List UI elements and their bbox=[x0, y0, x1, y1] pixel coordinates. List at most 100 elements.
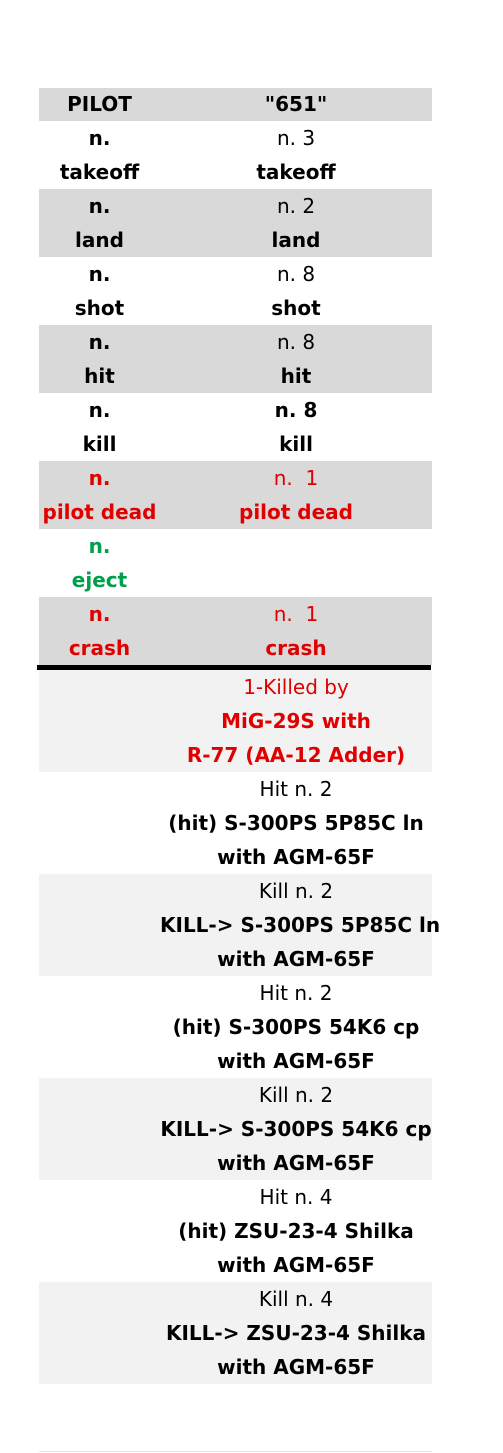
stat-label: n. eject bbox=[39, 529, 160, 597]
event-line1: Hit n. 2 bbox=[259, 777, 333, 801]
pilot-stats-sheet: PILOT "651" n. takeoff n. 3 takeoff n. l… bbox=[37, 88, 441, 1384]
event-cell: 1-Killed by MiG-29S with R-77 (AA-12 Add… bbox=[160, 670, 432, 772]
event-line2: KILL-> ZSU-23-4 Shilka bbox=[165, 1321, 427, 1345]
stat-row-kill: n. kill n. 8 kill bbox=[39, 393, 432, 461]
event-row-killed-by: 1-Killed by MiG-29S with R-77 (AA-12 Add… bbox=[39, 670, 432, 772]
event-line2: MiG-29S with bbox=[221, 709, 371, 733]
stat-label-name: pilot dead bbox=[42, 500, 157, 524]
stat-label-name: hit bbox=[84, 364, 115, 388]
stat-label: n. shot bbox=[39, 257, 160, 325]
stat-value-name: kill bbox=[279, 432, 313, 456]
stat-value-name: takeoff bbox=[256, 160, 336, 184]
stat-label-name: takeoff bbox=[59, 160, 140, 184]
event-line3: R-77 (AA-12 Adder) bbox=[186, 743, 406, 767]
event-line2: (hit) ZSU-23-4 Shilka bbox=[178, 1219, 414, 1243]
event-line2: (hit) S-300PS 54K6 cp bbox=[172, 1015, 420, 1039]
event-spacer bbox=[39, 772, 160, 874]
event-line3: with AGM-65F bbox=[217, 1355, 375, 1379]
event-row-kill: Kill n. 2 KILL-> S-300PS 54K6 cp with AG… bbox=[39, 1078, 432, 1180]
event-cell: Kill n. 2 KILL-> S-300PS 5P85C ln with A… bbox=[160, 874, 441, 976]
event-line1: Kill n. 2 bbox=[258, 1083, 334, 1107]
stat-value: n. 2 land bbox=[160, 189, 432, 257]
stat-label: n. land bbox=[39, 189, 160, 257]
stat-value-name: land bbox=[271, 228, 321, 252]
stat-value-n: n. 8 bbox=[276, 330, 316, 354]
event-line2: KILL-> S-300PS 5P85C ln bbox=[160, 913, 441, 937]
event-line3: with AGM-65F bbox=[217, 1253, 375, 1277]
event-cell: Hit n. 2 (hit) S-300PS 54K6 cp with AGM-… bbox=[160, 976, 432, 1078]
stat-row-eject: n. eject bbox=[39, 529, 432, 597]
stat-value bbox=[160, 529, 432, 597]
stat-value-n: n. 2 bbox=[276, 194, 316, 218]
stat-value-n bbox=[160, 529, 432, 563]
stat-label: n. hit bbox=[39, 325, 160, 393]
stat-value-name: hit bbox=[280, 364, 312, 388]
event-spacer bbox=[39, 1078, 160, 1180]
event-line1: Hit n. 4 bbox=[259, 1185, 333, 1209]
stat-label: n. crash bbox=[39, 597, 160, 665]
event-line3: with AGM-65F bbox=[217, 1151, 375, 1175]
event-cell: Hit n. 2 (hit) S-300PS 5P85C ln with AGM… bbox=[160, 772, 432, 874]
event-line3: with AGM-65F bbox=[217, 947, 375, 971]
stat-value-name: shot bbox=[271, 296, 321, 320]
event-line3: with AGM-65F bbox=[217, 845, 375, 869]
event-line1: Kill n. 2 bbox=[258, 879, 334, 903]
event-spacer bbox=[39, 874, 160, 976]
stat-value: n. 8 shot bbox=[160, 257, 432, 325]
stat-label-n: n. bbox=[88, 194, 111, 218]
stat-label-n: n. bbox=[88, 534, 111, 558]
stat-label-n: n. bbox=[88, 466, 111, 490]
stat-value-name bbox=[160, 563, 432, 597]
stat-value-name: pilot dead bbox=[239, 500, 353, 524]
stat-label: n. takeoff bbox=[39, 121, 160, 189]
stat-label-name: land bbox=[75, 228, 124, 252]
stat-row-pilot-dead: n. pilot dead n. 1 pilot dead bbox=[39, 461, 432, 529]
event-row-kill: Kill n. 2 KILL-> S-300PS 5P85C ln with A… bbox=[39, 874, 441, 976]
stat-label-n: n. bbox=[88, 262, 111, 286]
event-row-hit: Hit n. 2 (hit) S-300PS 54K6 cp with AGM-… bbox=[39, 976, 432, 1078]
stat-value: n. 1 crash bbox=[160, 597, 432, 665]
stat-label: n. pilot dead bbox=[39, 461, 160, 529]
event-row-kill: Kill n. 4 KILL-> ZSU-23-4 Shilka with AG… bbox=[39, 1282, 432, 1384]
stat-value-n: n. 1 bbox=[273, 466, 319, 490]
event-line3: with AGM-65F bbox=[217, 1049, 375, 1073]
header-pilot-id: "651" bbox=[264, 92, 328, 116]
stat-label-n: n. bbox=[88, 398, 111, 422]
stat-label-n: n. bbox=[88, 602, 111, 626]
event-row-hit: Hit n. 2 (hit) S-300PS 5P85C ln with AGM… bbox=[39, 772, 432, 874]
stat-value-name: crash bbox=[265, 636, 327, 660]
event-line1: Hit n. 2 bbox=[259, 981, 333, 1005]
header-pilot: PILOT bbox=[67, 92, 132, 116]
stat-value-n: n. 3 bbox=[276, 126, 316, 150]
header-row: PILOT "651" bbox=[39, 88, 432, 121]
stat-value-n: n. 1 bbox=[273, 602, 319, 626]
stat-label-n: n. bbox=[88, 330, 111, 354]
stat-label-name: kill bbox=[82, 432, 117, 456]
stat-row-land: n. land n. 2 land bbox=[39, 189, 432, 257]
stat-row-crash: n. crash n. 1 crash bbox=[39, 597, 432, 665]
event-line1: Kill n. 4 bbox=[258, 1287, 334, 1311]
event-spacer bbox=[39, 670, 160, 772]
section-divider bbox=[37, 665, 431, 670]
event-line2: (hit) S-300PS 5P85C ln bbox=[168, 811, 424, 835]
stat-label-name: eject bbox=[71, 568, 128, 592]
event-cell: Kill n. 2 KILL-> S-300PS 54K6 cp with AG… bbox=[160, 1078, 432, 1180]
stat-value: n. 1 pilot dead bbox=[160, 461, 432, 529]
event-cell: Hit n. 4 (hit) ZSU-23-4 Shilka with AGM-… bbox=[160, 1180, 432, 1282]
stat-value: n. 8 hit bbox=[160, 325, 432, 393]
stat-value-n: n. 8 bbox=[274, 398, 318, 422]
stat-row-takeoff: n. takeoff n. 3 takeoff bbox=[39, 121, 432, 189]
event-cell: Kill n. 4 KILL-> ZSU-23-4 Shilka with AG… bbox=[160, 1282, 432, 1384]
stat-row-hit: n. hit n. 8 hit bbox=[39, 325, 432, 393]
event-spacer bbox=[39, 1282, 160, 1384]
bottom-divider bbox=[39, 1451, 432, 1452]
event-row-hit: Hit n. 4 (hit) ZSU-23-4 Shilka with AGM-… bbox=[39, 1180, 432, 1282]
stat-value: n. 3 takeoff bbox=[160, 121, 432, 189]
event-line2: KILL-> S-300PS 54K6 cp bbox=[160, 1117, 432, 1141]
stat-label-n: n. bbox=[88, 126, 111, 150]
stat-label-name: crash bbox=[68, 636, 131, 660]
stat-value: n. 8 kill bbox=[160, 393, 432, 461]
stat-row-shot: n. shot n. 8 shot bbox=[39, 257, 432, 325]
event-line1: 1-Killed by bbox=[243, 675, 349, 699]
stat-label-name: shot bbox=[74, 296, 125, 320]
